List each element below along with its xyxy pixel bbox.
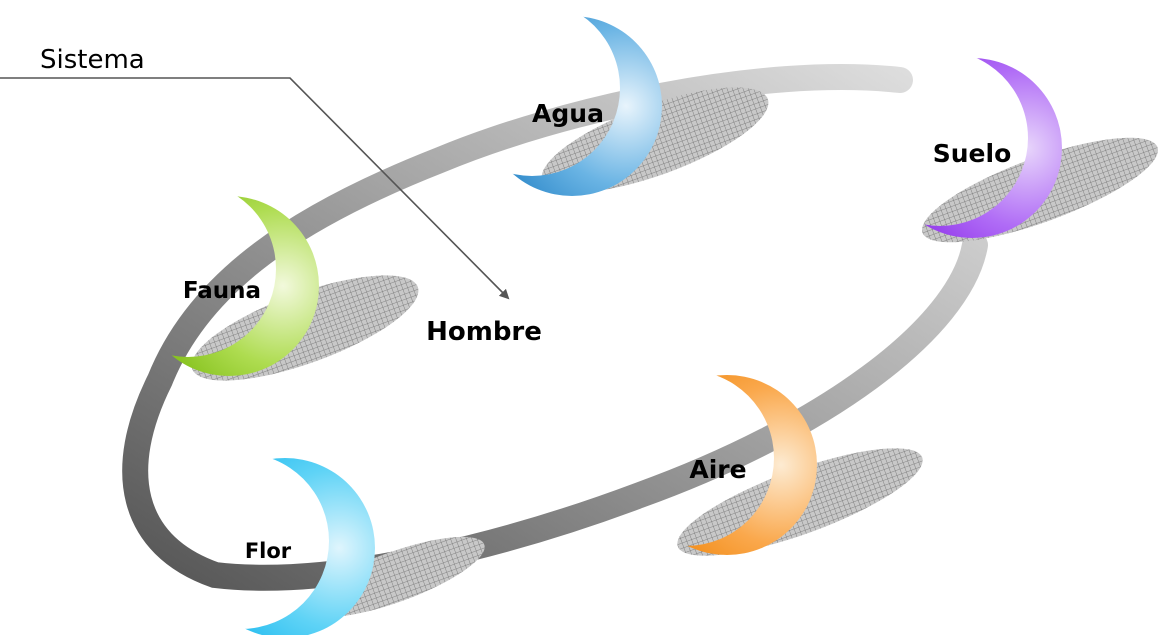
crescent-fauna: [139, 196, 319, 376]
center-label: Hombre: [426, 317, 542, 347]
node-flor: Flor: [195, 458, 375, 635]
label-agua: Agua: [532, 99, 604, 128]
crescent-aire: [637, 375, 817, 555]
label-aire: Aire: [689, 455, 746, 484]
node-agua: Agua: [482, 16, 662, 196]
label-suelo: Suelo: [933, 139, 1012, 168]
node-fauna: Fauna: [139, 196, 319, 376]
callout-leader-line: [0, 77, 510, 300]
crescent-suelo: [882, 58, 1062, 238]
label-fauna: Fauna: [183, 278, 261, 304]
callout: Sistema: [0, 45, 510, 300]
label-flor: Flor: [245, 539, 292, 563]
crescent-flor: [195, 458, 375, 635]
node-suelo: Suelo: [882, 58, 1062, 238]
crescent-agua: [482, 16, 662, 196]
callout-label: Sistema: [40, 45, 145, 75]
node-aire: Aire: [637, 375, 817, 555]
